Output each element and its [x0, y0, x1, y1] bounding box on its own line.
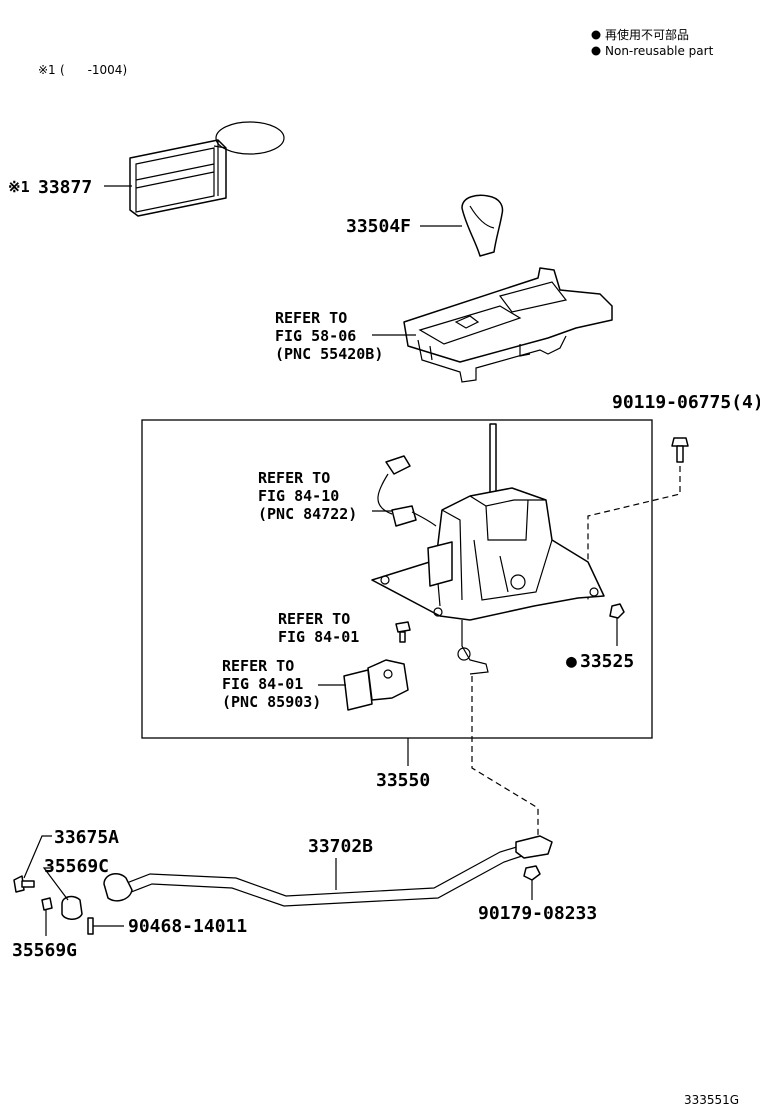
part-35569G-label[interactable]: 35569G: [12, 940, 77, 961]
ref3-line1: REFER TO: [278, 610, 350, 628]
ref4-line1: REFER TO: [222, 657, 294, 675]
nut-33525-drawing: [609, 603, 625, 619]
part-35569C-label[interactable]: 35569C: [44, 856, 109, 877]
cable-33702B-drawing: [103, 835, 553, 907]
harness-84722-drawing: [377, 455, 437, 527]
ref2-line1: REFER TO: [258, 469, 330, 487]
bolt-33675A-drawing: [13, 875, 35, 893]
assembly-33550-frame: [141, 419, 653, 739]
screw-84-01-drawing: [395, 621, 411, 643]
note-mark: ※1: [38, 63, 56, 77]
ref3-line2[interactable]: FIG 84-01: [278, 628, 359, 646]
leader-35569C: [42, 867, 69, 901]
legend-line-en: Non-reusable part: [605, 44, 714, 58]
ref2-line3: (PNC 84722): [258, 505, 357, 523]
nut-90179-drawing: [523, 865, 541, 881]
part-33525-bullet: ●: [566, 651, 577, 672]
leader-33675A: [23, 835, 52, 879]
ref2-line2[interactable]: FIG 84-10: [258, 487, 339, 505]
washer-35569G-drawing: [41, 897, 53, 911]
ref1-line2[interactable]: FIG 58-06: [275, 327, 356, 345]
part-90119-label[interactable]: 90119-06775(4): [612, 392, 760, 413]
note-text: ( -1004): [60, 63, 127, 77]
bolt-90119-drawing: [671, 437, 689, 463]
legend: 再使用不可部品 Non-reusable part: [591, 27, 714, 58]
ref4-line2[interactable]: FIG 84-01: [222, 675, 303, 693]
part-33504F-knob-drawing: [461, 194, 504, 257]
ref1-line3: (PNC 55420B): [275, 345, 383, 363]
clip-90468-drawing: [87, 917, 124, 935]
part-33550-label[interactable]: 33550: [376, 770, 430, 791]
figure-id: 333551G: [684, 1093, 739, 1107]
dash-90119: [587, 466, 681, 600]
part-33877-plate-drawing: [129, 121, 285, 217]
legend-line-jp: 再使用不可部品: [605, 27, 689, 42]
part-33675A-label[interactable]: 33675A: [54, 827, 119, 848]
bushing-35569C-drawing: [61, 895, 83, 920]
ref4-line3: (PNC 85903): [222, 693, 321, 711]
part-90179-label[interactable]: 90179-08233: [478, 903, 597, 924]
part-33877-label[interactable]: 33877: [38, 177, 92, 198]
part-33504F-label[interactable]: 33504F: [346, 216, 411, 237]
legend-bullet-icon: [591, 30, 601, 40]
switch-85903-drawing: [343, 659, 409, 711]
part-33525-label[interactable]: 33525: [580, 651, 634, 672]
console-cover-drawing: [403, 267, 613, 383]
dash-link-cable: [471, 676, 539, 836]
shifter-assembly-drawing: [371, 423, 605, 675]
part-33702B-label[interactable]: 33702B: [308, 836, 373, 857]
legend-bullet-icon: [591, 46, 601, 56]
ref1-line1: REFER TO: [275, 309, 347, 327]
part-33877-mark: ※1: [8, 178, 30, 196]
part-90468-label[interactable]: 90468-14011: [128, 916, 247, 937]
